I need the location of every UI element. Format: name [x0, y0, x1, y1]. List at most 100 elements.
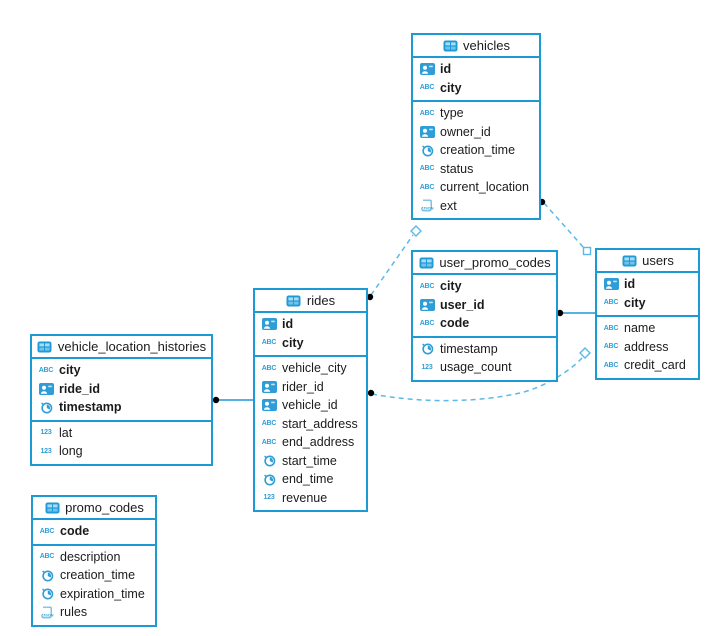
relation-endpoint-dot: [212, 396, 220, 404]
field-label: current_location: [440, 180, 529, 195]
table-header[interactable]: vehicle_location_histories: [32, 336, 211, 359]
timestamp-clock-icon: [419, 342, 435, 355]
field-label: end_time: [282, 472, 334, 487]
field-row-owner_id[interactable]: owner_id: [413, 123, 539, 142]
relation-line-rides-users[interactable]: [371, 357, 583, 402]
table-header[interactable]: promo_codes: [33, 497, 155, 520]
field-row-end_time[interactable]: end_time: [255, 470, 366, 489]
number-123-type-icon: 123: [421, 363, 433, 371]
relation-endpoint-diamond: [582, 246, 592, 256]
timestamp-clock-icon: [39, 587, 55, 600]
table-header[interactable]: vehicles: [413, 35, 539, 58]
field-label: ext: [440, 198, 457, 213]
field-label: status: [440, 161, 474, 176]
table-name: vehicles: [463, 38, 510, 53]
person-id-icon: [261, 380, 277, 393]
timestamp-clock-icon: [261, 454, 277, 467]
table-name: promo_codes: [65, 500, 144, 515]
json-type-icon: JSON: [419, 199, 435, 212]
number-123-type-icon: 123: [40, 447, 52, 455]
field-label: id: [282, 317, 294, 332]
svg-text:JSON: JSON: [43, 613, 54, 617]
table-header[interactable]: rides: [255, 290, 366, 313]
field-label: end_address: [282, 435, 355, 450]
field-label: timestamp: [440, 341, 498, 356]
field-label: usage_count: [440, 360, 512, 375]
field-label: start_address: [282, 416, 358, 431]
field-row-timestamp[interactable]: timestamp: [413, 340, 556, 359]
person-id-icon: [419, 125, 435, 138]
field-row-ext[interactable]: JSON ext: [413, 197, 539, 216]
abc-text-type-icon: ABC: [39, 553, 55, 561]
abc-text-type-icon: ABC: [419, 84, 435, 92]
relation-line-rides-vehicles[interactable]: [370, 234, 414, 296]
field-row-id[interactable]: id: [597, 275, 698, 294]
table-header[interactable]: users: [597, 250, 698, 273]
field-row-expiration_time[interactable]: expiration_time: [33, 585, 155, 604]
field-label: name: [624, 321, 656, 336]
field-row-creation_time[interactable]: creation_time: [413, 141, 539, 160]
abc-text-type-icon: ABC: [419, 109, 435, 117]
field-row-vehicle_id[interactable]: vehicle_id: [255, 396, 366, 415]
field-row-id[interactable]: id: [413, 60, 539, 79]
table-header[interactable]: user_promo_codes: [413, 252, 556, 275]
field-row-ride_id[interactable]: ride_id: [32, 380, 211, 399]
abc-text-type-icon: ABC: [603, 361, 619, 369]
field-label: city: [282, 335, 304, 350]
field-row-timestamp[interactable]: timestamp: [32, 398, 211, 417]
field-label: creation_time: [440, 143, 516, 158]
table-icon: [44, 502, 60, 514]
relation-endpoint-diamond: [579, 347, 591, 359]
field-label: id: [624, 277, 636, 292]
table-icon: [37, 341, 53, 353]
json-type-icon: JSON: [39, 606, 55, 619]
field-row-user_id[interactable]: user_id: [413, 296, 556, 315]
field-row-start_time[interactable]: start_time: [255, 452, 366, 471]
abc-text-type-icon: ABC: [39, 527, 55, 535]
person-id-icon: [419, 298, 435, 311]
field-row-id[interactable]: id: [255, 315, 366, 334]
field-row-usage_count[interactable]: 123 usage_count: [413, 358, 556, 377]
timestamp-clock-icon: [419, 144, 435, 157]
field-row-creation_time[interactable]: creation_time: [33, 566, 155, 585]
relation-endpoint-dot: [556, 309, 564, 317]
field-row-rider_id[interactable]: rider_id: [255, 378, 366, 397]
relation-line-vehicles-users[interactable]: [543, 202, 585, 249]
abc-text-type-icon: ABC: [419, 282, 435, 290]
